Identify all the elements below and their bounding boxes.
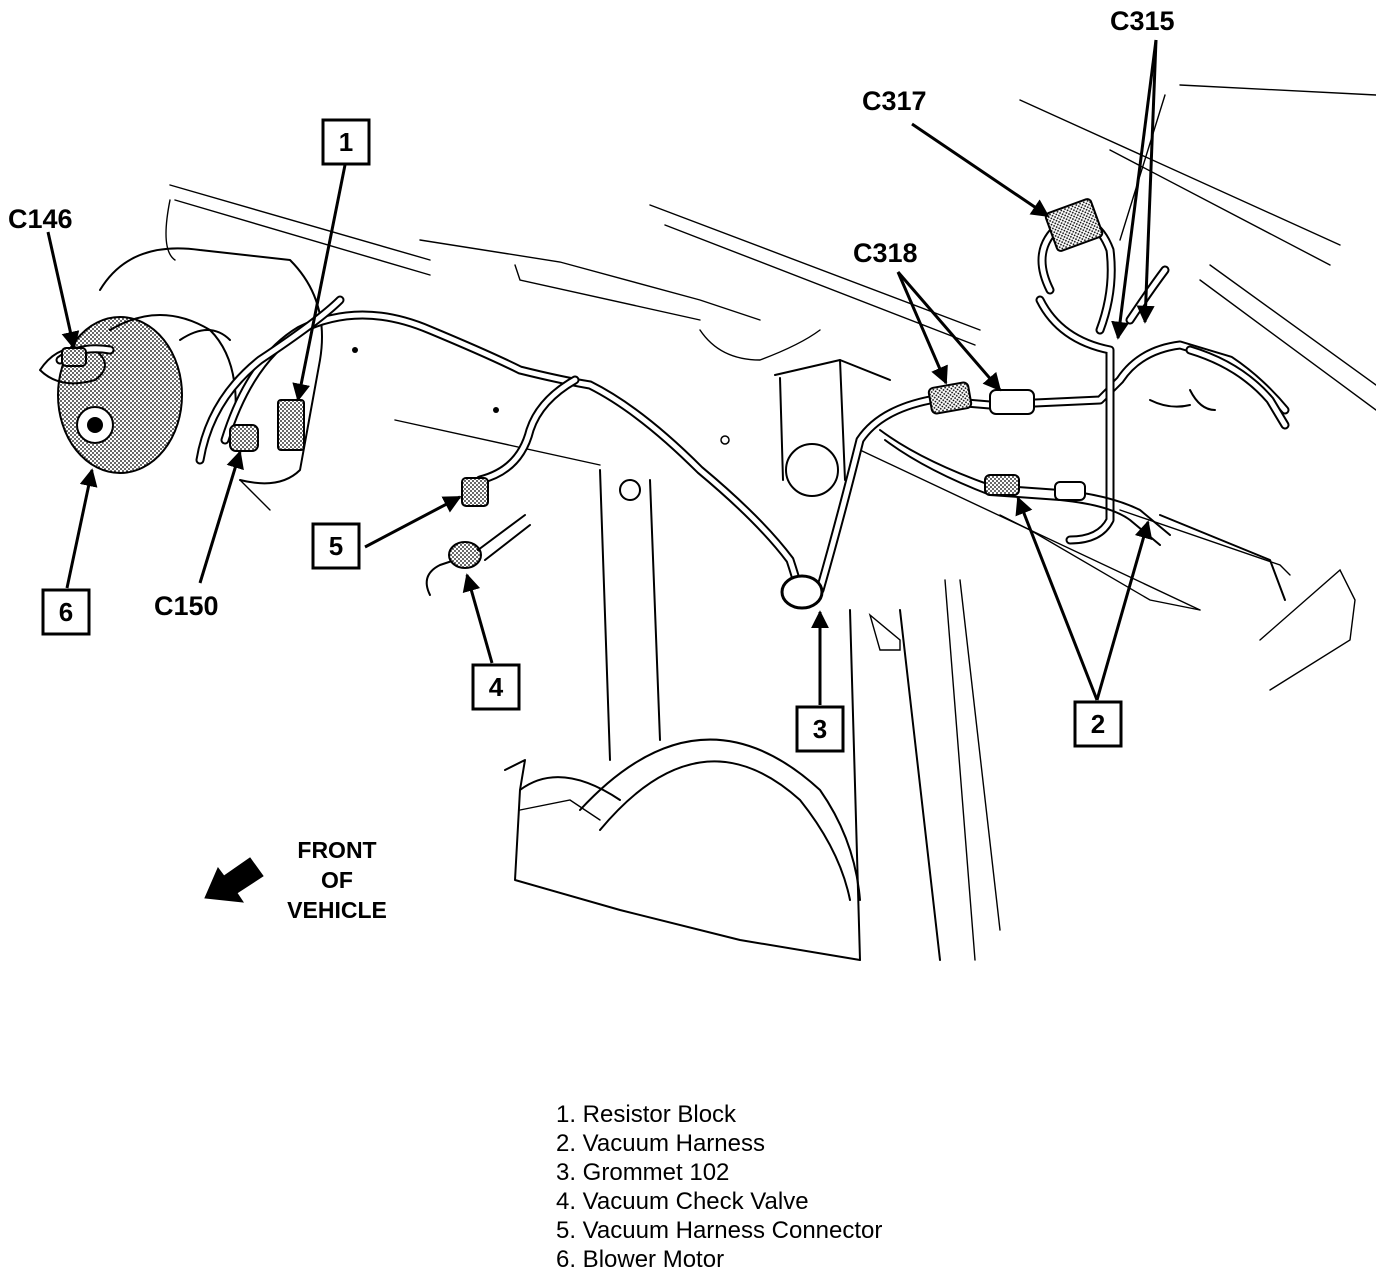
front-direction-arrow-icon bbox=[204, 857, 264, 903]
blower-motor bbox=[39, 247, 323, 485]
legend-item: 3. Grommet 102 bbox=[556, 1159, 730, 1186]
callout-1-label: 1 bbox=[339, 127, 353, 157]
leader-arrows bbox=[46, 39, 1158, 705]
callout-2-label: 2 bbox=[1091, 709, 1105, 739]
callout-4-label: 4 bbox=[489, 672, 504, 702]
legend-item: 5. Vacuum Harness Connector bbox=[556, 1217, 883, 1244]
legend-item: 1. Resistor Block bbox=[556, 1101, 737, 1128]
parts-legend: 1. Resistor Block 2. Vacuum Harness 3. G… bbox=[556, 1100, 882, 1274]
legend-item: 2. Vacuum Harness bbox=[556, 1130, 765, 1157]
callout-5: 5 bbox=[311, 522, 361, 570]
connector-c150-label: C150 bbox=[154, 591, 219, 621]
callout-3: 3 bbox=[795, 705, 845, 753]
connector-c315-label: C315 bbox=[1110, 6, 1175, 36]
callout-4: 4 bbox=[471, 663, 521, 711]
legend-item: 6. Blower Motor bbox=[556, 1246, 725, 1273]
front-label-line1: FRONT bbox=[297, 837, 376, 863]
connector-c318-label: C318 bbox=[853, 238, 918, 268]
legend-item: 4. Vacuum Check Valve bbox=[556, 1188, 809, 1215]
connector-c317-label: C317 bbox=[862, 86, 927, 116]
callout-2: 2 bbox=[1073, 700, 1123, 748]
front-label-line3: VEHICLE bbox=[287, 897, 387, 923]
main-wiring-harness bbox=[61, 198, 1290, 610]
front-label-line2: OF bbox=[321, 867, 353, 893]
callout-6: 6 bbox=[41, 588, 91, 636]
callout-5-label: 5 bbox=[329, 531, 343, 561]
connector-c146-label: C146 bbox=[8, 204, 73, 234]
callout-6-label: 6 bbox=[59, 597, 73, 627]
callout-1: 1 bbox=[321, 118, 371, 166]
callout-3-label: 3 bbox=[813, 714, 827, 744]
front-of-vehicle-indicator: FRONT OF VEHICLE bbox=[204, 837, 387, 923]
